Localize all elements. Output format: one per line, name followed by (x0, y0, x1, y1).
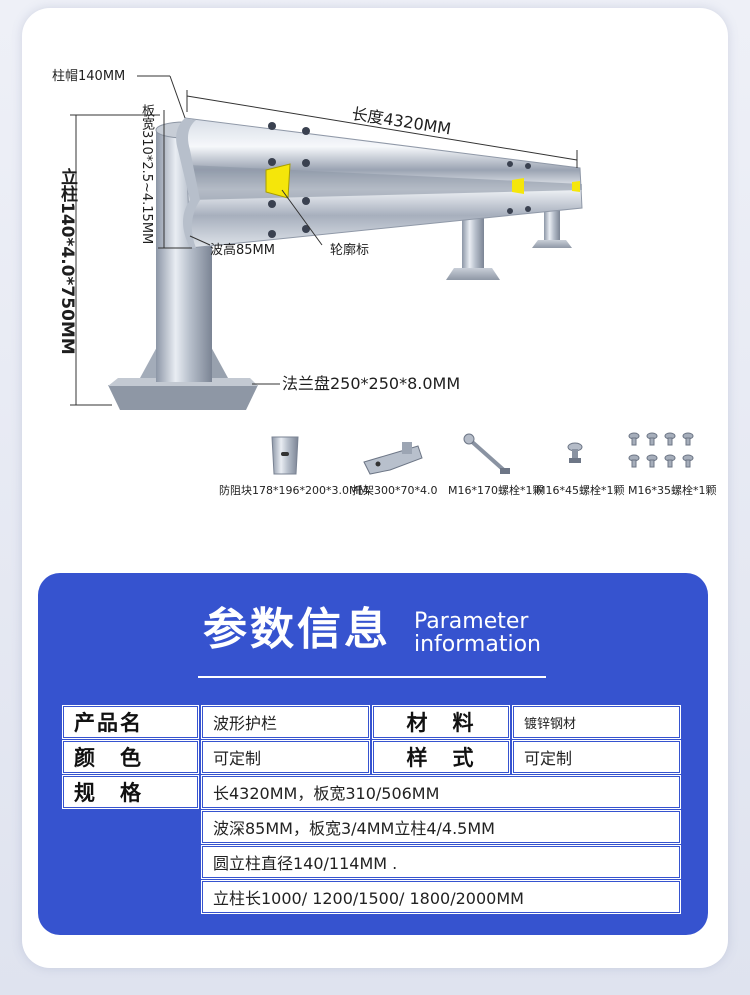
guardrail-illustration (70, 75, 583, 410)
far-post-1 (446, 214, 500, 280)
plate-width-label: 板宽310*2.5~4.15MM (139, 104, 154, 245)
reflector-label: 轮廓标 (330, 243, 370, 258)
post-size-label: 立柱140*4.0*750MM (57, 168, 77, 355)
long-bolt-icon (463, 433, 510, 474)
reflector-marker (572, 181, 580, 192)
parameter-title-en-line1: Parameter (414, 609, 529, 634)
product-name-value: 波形护栏 (201, 705, 370, 739)
accessory-label: M16*170螺栓*1颗 (448, 484, 544, 497)
bracket-icon (363, 442, 423, 475)
wave-height-label: 波高85MM (210, 243, 275, 258)
accessory-label: 防阻块178*196*200*3.0MM (219, 484, 368, 497)
style-value: 可定制 (512, 740, 681, 774)
accessory-label: M16*45螺栓*1颗 (536, 484, 625, 497)
w-beam-rail (176, 117, 583, 249)
spec-value-4: 立柱长1000/ 1200/1500/ 1800/2000MM (201, 880, 681, 914)
spec-header: 规 格 (62, 775, 199, 809)
accessory-label: M16*35螺栓*1颗 (628, 484, 717, 497)
color-header: 颜 色 (62, 740, 199, 774)
main-post (108, 121, 258, 410)
accessories-illustration (271, 432, 694, 475)
bolt-set-icon (628, 432, 694, 468)
parameter-title-cn: 参数信息 (203, 604, 391, 655)
product-name-header: 产品名 (62, 705, 199, 739)
spec-value-2: 波深85MM，板宽3/4MM立柱4/4.5MM (201, 810, 681, 844)
dimension-lines (70, 75, 578, 406)
reflector-marker (512, 178, 524, 194)
material-value: 镀锌钢材 (512, 705, 681, 739)
style-header: 样 式 (372, 740, 510, 774)
color-value: 可定制 (201, 740, 370, 774)
parameter-title-en-line2: information (414, 632, 541, 657)
block-icon (271, 436, 299, 475)
material-header: 材 料 (372, 705, 510, 739)
parameter-title-en: Parameter information (414, 610, 541, 656)
flange-label: 法兰盘250*250*8.0MM (282, 374, 461, 393)
short-bolt-icon (567, 442, 583, 463)
cap-label: 柱帽140MM (52, 69, 126, 84)
spec-value-1: 长4320MM，板宽310/506MM (201, 775, 681, 809)
title-divider (198, 676, 546, 678)
spec-value-3: 圆立柱直径140/114MM . (201, 845, 681, 879)
accessory-label: 托架300*70*4.0 (352, 484, 438, 497)
